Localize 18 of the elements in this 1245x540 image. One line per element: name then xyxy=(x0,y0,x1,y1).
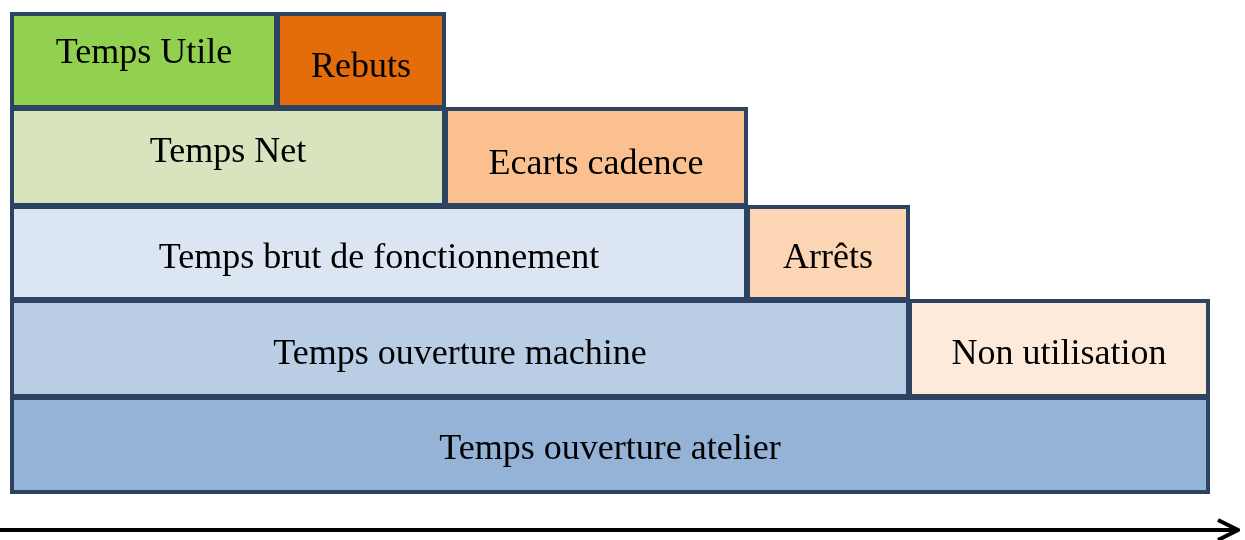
bar-segment xyxy=(444,107,748,207)
segment-label: Temps Net xyxy=(149,129,307,172)
bar-segment xyxy=(10,299,910,398)
bar-segment xyxy=(746,205,910,301)
segment-label: Non utilisation xyxy=(951,331,1167,374)
segment-label: Ecarts cadence xyxy=(488,141,704,184)
segment-label: Rebuts xyxy=(311,44,411,87)
bar-segment xyxy=(10,205,748,301)
segment-label: Temps ouverture machine xyxy=(273,331,647,374)
segment-label: Temps Utile xyxy=(55,30,233,73)
bar-segment xyxy=(908,299,1210,398)
segment-label: Temps brut de fonctionnement xyxy=(158,235,600,278)
bar-segment xyxy=(10,396,1210,494)
bar-segment xyxy=(10,12,278,109)
bar-segment xyxy=(276,12,446,109)
segment-label: Temps ouverture atelier xyxy=(439,426,781,469)
bar-segment xyxy=(10,107,446,207)
segment-label: Arrêts xyxy=(783,235,873,278)
